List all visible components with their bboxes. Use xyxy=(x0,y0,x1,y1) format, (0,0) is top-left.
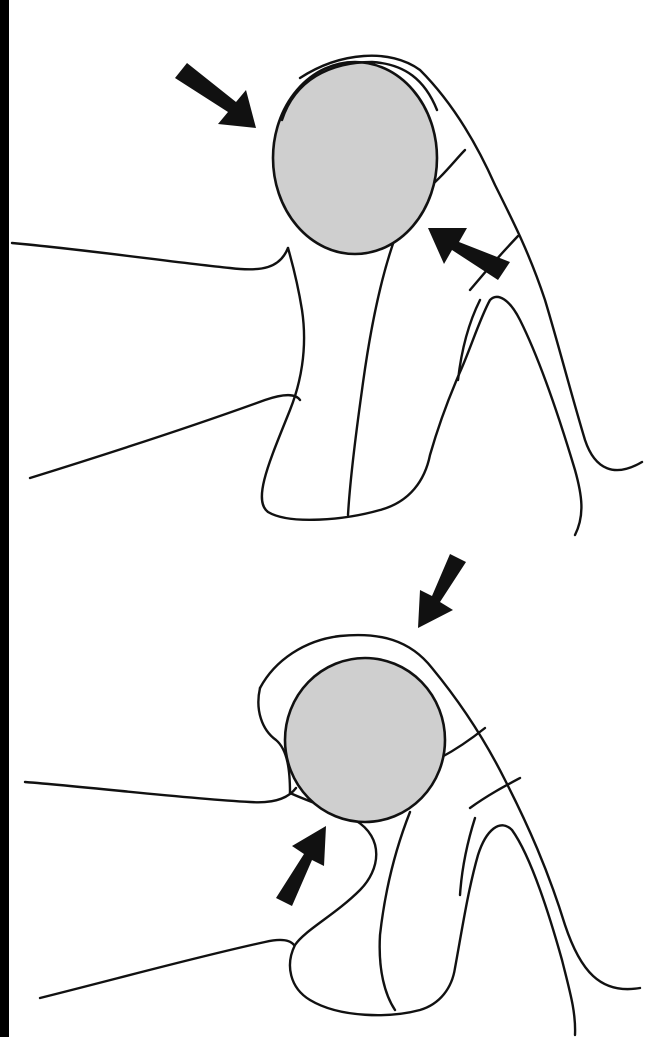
arrow-bottom-top xyxy=(418,554,466,628)
inner-line-b1 xyxy=(440,728,485,758)
humeral-head-bottom xyxy=(285,658,445,822)
inner-line-b4 xyxy=(460,818,475,895)
upper-arm-top-line xyxy=(12,243,288,269)
inner-line-b2 xyxy=(380,812,410,1010)
bone-outer-outline xyxy=(262,248,582,535)
upper-arm-bottom-line-b xyxy=(40,940,294,998)
arrow-bottom-left xyxy=(276,826,326,906)
arrow-top-right xyxy=(428,228,510,280)
upper-arm-top-line-b xyxy=(25,782,296,802)
figure-bottom-svg xyxy=(0,540,646,1037)
upper-arm-bottom-line xyxy=(30,395,300,478)
figure-top-svg xyxy=(0,0,646,540)
arrow-top-left xyxy=(175,63,256,128)
figure-top xyxy=(0,0,646,540)
inner-line-2 xyxy=(348,238,395,515)
figure-bottom xyxy=(0,540,646,1037)
bone-outer-outline-b xyxy=(290,793,575,1035)
